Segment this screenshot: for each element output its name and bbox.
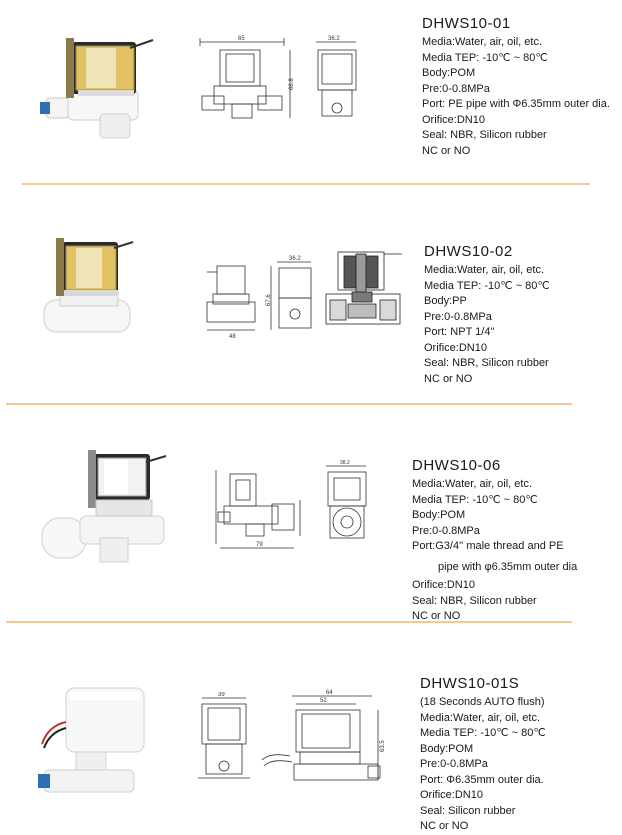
spec-pressure: Pre:0-0.8MPa xyxy=(424,310,492,323)
front-view-drawing: 48 xyxy=(206,265,256,340)
spec-port-continued: pipe with φ6.35mm outer dia xyxy=(438,560,578,573)
spec-media: Media:Water, air, oil, etc. xyxy=(424,264,545,276)
side-view-drawing: 64 52 63.5 xyxy=(261,690,386,781)
spec-media: Media:Water, air, oil, etc. xyxy=(420,711,541,724)
spec-temperature: Media TEP: -10℃ ~ 80℃ xyxy=(424,279,550,292)
model-title: DHWS10-01 xyxy=(422,15,511,32)
spec-nc-no: NC or NO xyxy=(422,144,471,157)
spec-port: Port: Φ6.35mm outer dia. xyxy=(420,773,544,786)
side-view-drawing: 38.2 xyxy=(326,460,367,539)
spec-block: DHWS10-02 Media:Water, air, oil, etc. Me… xyxy=(424,242,550,387)
product-block-dhws10-01: 65 66.8 36.2 DHWS10-01 Media:Water, air,… xyxy=(0,0,622,185)
dimension-label: 66.8 xyxy=(289,78,295,90)
side-view-drawing: 36.2 xyxy=(316,36,357,117)
spec-temperature: Media TEP: -10℃ ~ 80℃ xyxy=(412,493,538,506)
dimension-label: 65 xyxy=(238,36,245,42)
spec-media: Media:Water, air, oil, etc. xyxy=(412,478,533,490)
dimension-label: 48 xyxy=(229,334,236,340)
valve-photo xyxy=(41,450,167,563)
spec-port: Port:G3/4'' male thread and PE xyxy=(412,540,564,552)
valve-photo xyxy=(38,687,145,793)
valve-photo xyxy=(40,38,154,139)
spec-seal: Seal: NBR, Silicon rubber xyxy=(422,129,547,141)
section-view-drawing xyxy=(325,251,402,325)
product-block-dhws10-02: 48 36.2 67.6 DHWS10-02 Media:Water, air, xyxy=(0,186,622,404)
spec-body: Body:POM xyxy=(412,509,466,521)
spec-seal: Seal: Silicon rubber xyxy=(420,804,516,817)
dimension-label: 52 xyxy=(320,698,327,704)
front-view-drawing: 79 xyxy=(215,470,301,549)
spec-port: Port: PE pipe with Φ6.35mm outer dia. xyxy=(422,98,610,110)
section-divider xyxy=(6,621,572,623)
front-view-drawing: 39 xyxy=(198,692,250,779)
spec-pressure: Pre:0-0.8MPa xyxy=(420,758,488,770)
spec-temperature: Media TEP: -10℃ ~ 80℃ xyxy=(420,727,546,739)
model-title: DHWS10-06 xyxy=(412,457,501,474)
dimension-label: 36.2 xyxy=(328,36,340,42)
spec-body: Body:PP xyxy=(424,295,467,307)
product-block-dhws10-06: 79 38.2 DHWS10-06 Media:Water, air, oil,… xyxy=(0,406,622,622)
spec-media: Media:Water, air, oil, etc. xyxy=(422,36,543,48)
spec-orifice: Orifice:DN10 xyxy=(420,789,483,801)
front-view-drawing: 65 66.8 xyxy=(199,36,295,119)
spec-nc-no: NC or NO xyxy=(424,372,473,385)
section-divider xyxy=(6,403,572,405)
side-view-drawing: 36.2 67.6 xyxy=(266,256,312,330)
model-title: DHWS10-01S xyxy=(420,675,520,692)
section-divider xyxy=(22,183,590,185)
spec-seal: Seal: NBR, Silicon rubber xyxy=(412,594,537,607)
spec-auto-flush: (18 Seconds AUTO flush) xyxy=(420,696,545,708)
dimension-label: 64 xyxy=(326,690,333,696)
dimension-label: 63.5 xyxy=(380,740,386,752)
spec-seal: Seal: NBR, Silicon rubber xyxy=(424,357,549,369)
spec-orifice: Orifice:DN10 xyxy=(424,341,487,354)
spec-pressure: Pre:0-0.8MPa xyxy=(412,524,480,537)
spec-block: DHWS10-06 Media:Water, air, oil, etc. Me… xyxy=(412,456,577,625)
model-title: DHWS10-02 xyxy=(424,243,513,260)
spec-body: Body:POM xyxy=(422,67,476,79)
spec-orifice: Orifice:DN10 xyxy=(412,579,475,591)
dimension-label: 67.6 xyxy=(266,294,272,306)
spec-temperature: Media TEP: -10℃ ~ 80℃ xyxy=(422,51,548,64)
spec-block: DHWS10-01S (18 Seconds AUTO flush) Media… xyxy=(420,674,546,835)
spec-nc-no: NC or NO xyxy=(412,610,461,622)
dimension-label: 36.2 xyxy=(289,256,301,262)
spec-block: DHWS10-01 Media:Water, air, oil, etc. Me… xyxy=(422,14,610,159)
spec-body: Body:POM xyxy=(420,742,474,755)
spec-port: Port: NPT 1/4'' xyxy=(424,326,495,338)
dimension-label: 38.2 xyxy=(340,460,350,466)
dimension-label: 39 xyxy=(218,692,225,698)
spec-nc-no: NC or NO xyxy=(420,820,469,832)
spec-pressure: Pre:0-0.8MPa xyxy=(422,82,490,95)
dimension-label: 79 xyxy=(256,542,263,548)
product-block-dhws10-01s: 39 64 52 63.5 DHWS10-01S (18 Seconds AUT… xyxy=(0,624,622,832)
spec-orifice: Orifice:DN10 xyxy=(422,113,485,126)
valve-photo xyxy=(43,238,134,333)
